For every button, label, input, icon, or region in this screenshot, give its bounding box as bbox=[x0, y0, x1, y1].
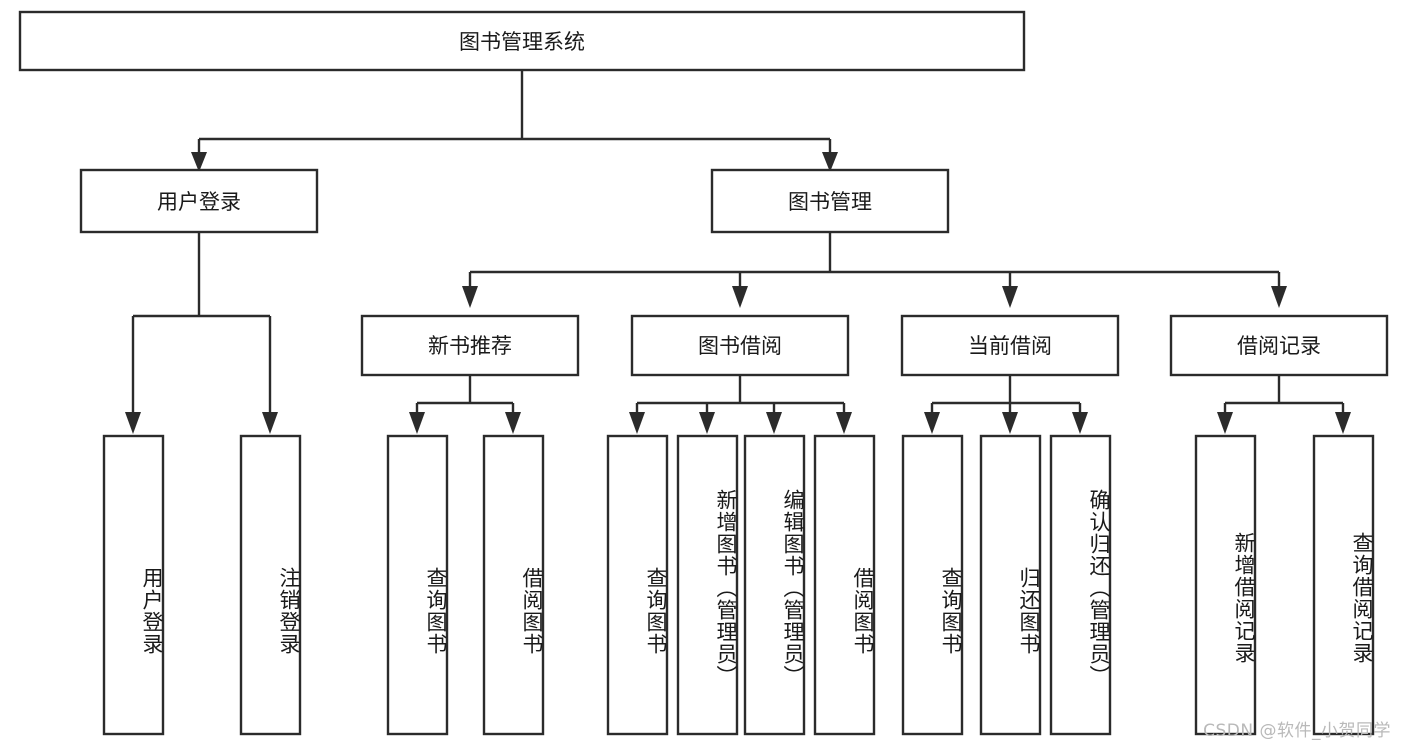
node-leaf-borrow-book-1-box[interactable] bbox=[482, 434, 545, 736]
node-user-login[interactable]: 用户登录 bbox=[79, 168, 319, 234]
arrow-cb-to-leaf-1 bbox=[924, 412, 940, 434]
node-book-management[interactable]: 图书管理 bbox=[710, 168, 950, 234]
arrow-bb-to-leaf-3 bbox=[766, 412, 782, 434]
node-book-borrow-label: 图书借阅 bbox=[698, 334, 782, 358]
arrow-br-to-leaf-2 bbox=[1335, 412, 1351, 434]
connector-new-book-recommend-bus bbox=[415, 375, 515, 418]
node-book-management-label: 图书管理 bbox=[788, 190, 872, 214]
arrow-bm-to-borrow-record bbox=[1271, 286, 1287, 308]
connector-layer bbox=[125, 70, 1351, 434]
node-current-borrow-box[interactable] bbox=[900, 314, 1120, 377]
node-new-book-recommend[interactable]: 新书推荐 bbox=[360, 314, 580, 377]
arrow-bb-to-leaf-4 bbox=[836, 412, 852, 434]
arrow-br-to-leaf-1 bbox=[1217, 412, 1233, 434]
node-leaf-borrow-book-2-box[interactable] bbox=[813, 434, 876, 736]
node-root-box[interactable] bbox=[18, 10, 1026, 72]
arrow-nbr-to-leaf-1 bbox=[409, 412, 425, 434]
node-current-borrow[interactable]: 当前借阅 bbox=[900, 314, 1120, 377]
arrow-user-login-to-leaf-1 bbox=[125, 412, 141, 434]
node-user-login-box[interactable] bbox=[79, 168, 319, 234]
node-book-borrow-box[interactable] bbox=[630, 314, 850, 377]
node-leaf-query-book-2-box[interactable] bbox=[606, 434, 669, 736]
arrow-root-to-book-management bbox=[822, 152, 838, 172]
leaf-node-layer bbox=[102, 434, 1375, 736]
connector-root-bus bbox=[197, 70, 832, 160]
node-leaf-user-logout-box[interactable] bbox=[239, 434, 302, 736]
node-leaf-add-record-box[interactable] bbox=[1194, 434, 1257, 736]
node-book-management-box[interactable] bbox=[710, 168, 950, 234]
node-root[interactable]: 图书管理系统 bbox=[18, 10, 1026, 72]
connector-book-borrow-bus bbox=[635, 375, 846, 418]
arrow-cb-to-leaf-3 bbox=[1072, 412, 1088, 434]
arrow-root-to-user-login bbox=[191, 152, 207, 172]
node-borrow-record-box[interactable] bbox=[1169, 314, 1389, 377]
arrow-cb-to-leaf-2 bbox=[1002, 412, 1018, 434]
arrow-bm-to-current-borrow bbox=[1002, 286, 1018, 308]
arrow-bm-to-new-book-recommend bbox=[462, 286, 478, 308]
node-leaf-edit-book-box[interactable] bbox=[743, 434, 806, 736]
node-new-book-recommend-box[interactable] bbox=[360, 314, 580, 377]
node-borrow-record-label: 借阅记录 bbox=[1237, 334, 1321, 358]
node-leaf-return-book-box[interactable] bbox=[979, 434, 1042, 736]
node-root-label: 图书管理系统 bbox=[459, 30, 585, 54]
connector-user-login-bus bbox=[131, 232, 272, 418]
arrow-bm-to-book-borrow bbox=[732, 286, 748, 308]
node-book-borrow[interactable]: 图书借阅 bbox=[630, 314, 850, 377]
arrow-nbr-to-leaf-2 bbox=[505, 412, 521, 434]
arrow-bb-to-leaf-2 bbox=[699, 412, 715, 434]
node-leaf-add-book-box[interactable] bbox=[676, 434, 739, 736]
connector-book-management-bus bbox=[468, 232, 1281, 293]
connector-current-borrow-bus bbox=[930, 375, 1082, 418]
node-current-borrow-label: 当前借阅 bbox=[968, 334, 1052, 358]
connector-borrow-record-bus bbox=[1223, 375, 1345, 418]
csdn-watermark: CSDN @软件_小贺同学 bbox=[1203, 721, 1391, 741]
node-leaf-query-book-1-box[interactable] bbox=[386, 434, 449, 736]
node-leaf-query-book-3-box[interactable] bbox=[901, 434, 964, 736]
arrow-user-login-to-leaf-2 bbox=[262, 412, 278, 434]
node-new-book-recommend-label: 新书推荐 bbox=[428, 334, 512, 358]
node-leaf-user-login-box[interactable] bbox=[102, 434, 165, 736]
node-borrow-record[interactable]: 借阅记录 bbox=[1169, 314, 1389, 377]
arrow-bb-to-leaf-1 bbox=[629, 412, 645, 434]
node-user-login-label: 用户登录 bbox=[157, 190, 241, 214]
node-leaf-query-record-box[interactable] bbox=[1312, 434, 1375, 736]
node-leaf-confirm-return-box[interactable] bbox=[1049, 434, 1112, 736]
